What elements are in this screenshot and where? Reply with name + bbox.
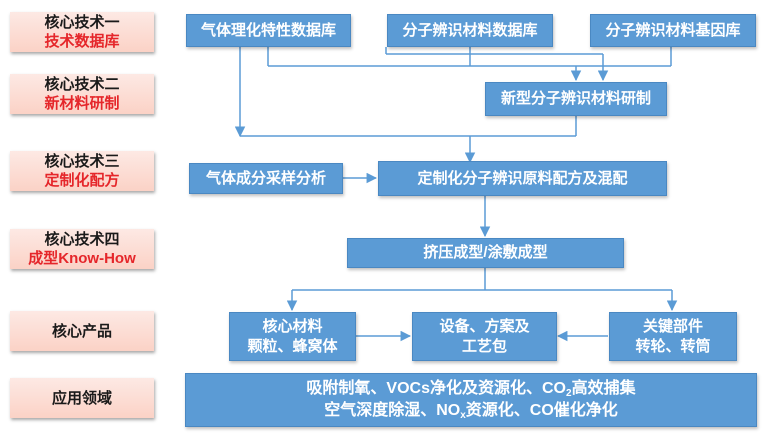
label-core-tech-2-title: 核心技术二 [44,76,120,93]
applications-line2-main: 空气深度除湿、NO [324,402,461,419]
custom-formula-label: 定制化分子辨识原料配方及混配 [417,169,628,187]
forming-process-box: 挤压成型/涂敷成型 [347,238,624,268]
equipment-solution-box: 设备、方案及 工艺包 [412,312,557,361]
key-parts-line1: 关键部件 [642,317,703,335]
label-core-tech-1: 核心技术一 技术数据库 [10,12,154,52]
label-core-tech-3-subtitle: 定制化配方 [44,172,120,189]
core-material-line2: 颗粒、蜂窝体 [247,337,338,355]
applications-line1: 吸附制氧、VOCs净化及资源化、CO2高效捕集 [306,378,635,400]
label-core-products-title: 核心产品 [51,322,112,340]
gas-sampling-analysis-label: 气体成分采样分析 [205,169,326,187]
applications-line2: 空气深度除湿、NOx资源化、CO催化净化 [324,400,618,422]
applications-line2-subscript: x [460,410,466,421]
applications-line1-tail: 高效捕集 [571,380,636,397]
label-core-tech-1-title: 核心技术一 [44,14,120,31]
label-core-tech-1-subtitle: 技术数据库 [44,33,120,50]
custom-formula-box: 定制化分子辨识原料配方及混配 [378,161,667,196]
equipment-solution-line2: 工艺包 [461,337,507,355]
key-parts-line2: 转轮、转筒 [635,337,711,355]
label-core-tech-2: 核心技术二 新材料研制 [10,74,154,114]
molecular-recognition-database-box: 分子辨识材料数据库 [387,14,553,47]
applications-line1-subscript: 2 [566,388,572,399]
applications-line1-main: 吸附制氧、VOCs净化及资源化、CO [306,380,566,397]
gas-sampling-analysis-box: 气体成分采样分析 [189,163,343,194]
label-core-tech-4-subtitle: 成型Know-How [28,250,136,267]
core-material-line1: 核心材料 [262,317,323,335]
label-core-tech-4: 核心技术四 成型Know-How [10,229,154,269]
label-applications-title: 应用领域 [51,389,112,407]
applications-line2-tail: 资源化、CO催化净化 [465,402,618,419]
new-material-development-box: 新型分子辨识材料研制 [485,82,667,116]
equipment-solution-line1: 设备、方案及 [439,317,530,335]
gas-properties-database-label: 气体理化特性数据库 [200,21,336,39]
molecular-recognition-gene-library-box: 分子辨识材料基因库 [590,14,756,47]
label-core-tech-3-title: 核心技术三 [44,153,120,170]
label-core-tech-2-subtitle: 新材料研制 [44,95,120,112]
molecular-recognition-gene-library-label: 分子辨识材料基因库 [605,21,741,39]
core-material-box: 核心材料 颗粒、蜂窝体 [229,312,356,361]
label-core-tech-4-title: 核心技术四 [44,231,120,248]
molecular-recognition-database-label: 分子辨识材料数据库 [402,21,538,39]
applications-box: 吸附制氧、VOCs净化及资源化、CO2高效捕集 空气深度除湿、NOx资源化、CO… [185,373,757,427]
gas-properties-database-box: 气体理化特性数据库 [186,14,351,47]
key-parts-box: 关键部件 转轮、转筒 [609,312,737,361]
new-material-development-label: 新型分子辨识材料研制 [500,90,651,107]
label-applications: 应用领域 [10,378,154,418]
forming-process-label: 挤压成型/涂敷成型 [423,244,548,261]
label-core-products: 核心产品 [10,311,154,351]
label-core-tech-3: 核心技术三 定制化配方 [10,151,154,191]
